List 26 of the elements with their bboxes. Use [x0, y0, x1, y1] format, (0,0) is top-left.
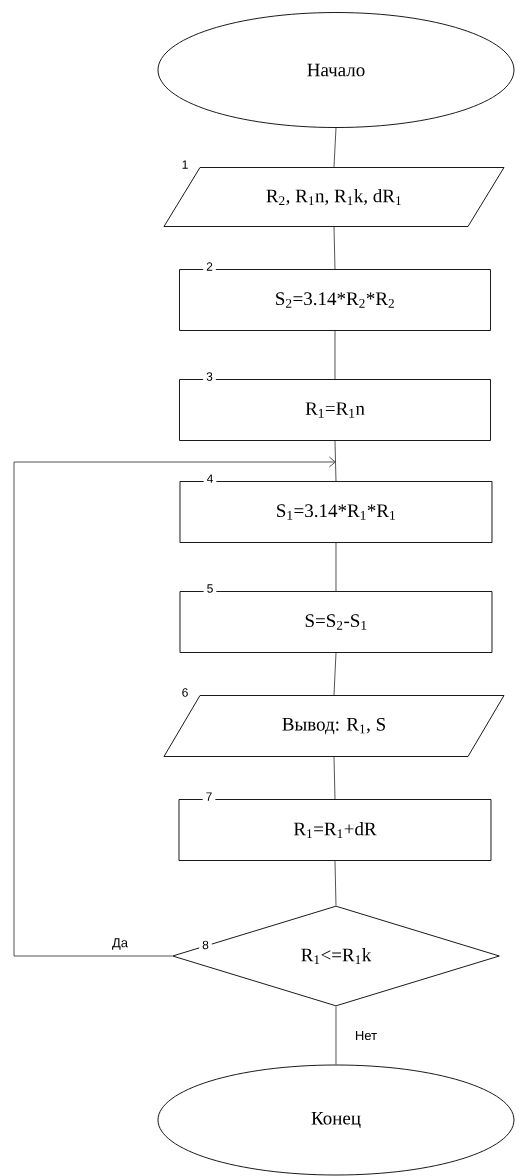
connector-line: [333, 226, 336, 270]
connector-line: [334, 330, 336, 380]
edge-label: Нет: [353, 1029, 379, 1042]
connector-line: [333, 756, 336, 800]
node-label: 1: [182, 160, 188, 169]
process-box: R$_{1}$=R$_{1}$+dR 7: [178, 789, 492, 861]
connector-line: [335, 1006, 337, 1065]
node-label: 5: [207, 584, 213, 593]
node-label: 4: [206, 474, 213, 483]
connector-line: [335, 542, 337, 592]
connector-line: [333, 652, 337, 696]
process-box: S=S$_{2}$-S$_{1}$ 5: [179, 581, 493, 653]
connector-line: [334, 860, 337, 906]
process-box: S$_{1}$=3.14*R$_{1}$*R$_{1}$ 4: [179, 471, 493, 543]
arrow: [13, 456, 336, 957]
node-label: 3: [206, 372, 213, 381]
edge-label: Да: [111, 937, 129, 951]
io-parallelogram: Вывод: R$_{1}$, S 6: [163, 685, 505, 757]
connector-line: [334, 440, 337, 482]
connector-line: [333, 127, 337, 168]
node-label: 7: [206, 792, 212, 801]
process-box: S$_{2}$=3.14*R$_{2}$*R$_{2}$ 2: [179, 259, 491, 331]
process-box: R$_{1}$=R$_{1}$n 3: [179, 369, 491, 441]
node-label: 2: [206, 262, 213, 271]
node-label: 6: [182, 688, 188, 697]
io-parallelogram: R$_{2}$, R$_{1}$n, R$_{1}$k, dR$_{1}$ 1: [163, 157, 505, 227]
